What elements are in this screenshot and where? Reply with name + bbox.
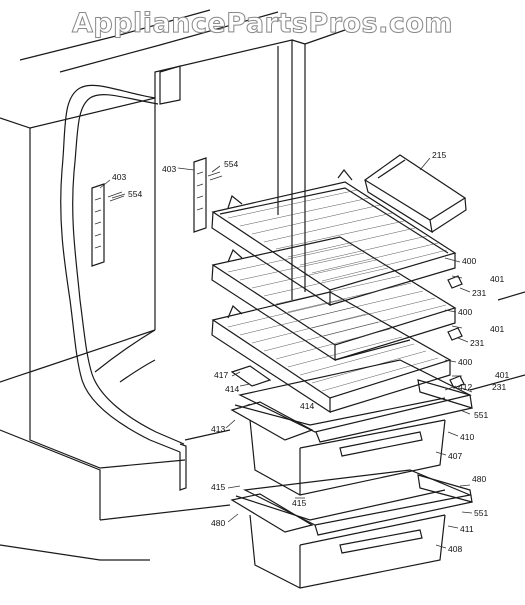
label-551-upper: 551 xyxy=(474,410,488,420)
shelf-low xyxy=(211,291,452,414)
label-412: 412 xyxy=(458,382,472,392)
leader-lines xyxy=(99,157,473,549)
label-231-mid: 231 xyxy=(470,338,484,348)
label-417: 417 xyxy=(214,370,228,380)
crisper-pan-upper xyxy=(230,397,446,496)
bin-215 xyxy=(363,154,467,234)
label-554-center: 554 xyxy=(224,159,238,169)
label-215: 215 xyxy=(432,150,446,160)
watermark: AppliancePartsPros.com xyxy=(71,8,454,40)
label-400-low: 400 xyxy=(458,357,472,367)
label-415-left: 415 xyxy=(211,482,225,492)
label-480-left: 480 xyxy=(211,518,225,528)
label-415-center: 415 xyxy=(292,498,306,508)
label-414-lower: 414 xyxy=(300,401,314,411)
label-408: 408 xyxy=(448,544,462,554)
label-480-right: 480 xyxy=(472,474,486,484)
bracket-231-group xyxy=(447,275,465,389)
door-gasket xyxy=(60,84,187,491)
cabinet-outline xyxy=(0,9,525,561)
shelf-top xyxy=(211,169,457,307)
label-403-left: 403 xyxy=(112,172,126,182)
label-401-top: 401 xyxy=(490,274,504,284)
label-411: 411 xyxy=(460,524,474,534)
crisper-cover-lower xyxy=(242,469,473,536)
shelf-support-center xyxy=(193,157,223,233)
label-551-lower: 551 xyxy=(474,508,488,518)
label-400-top: 400 xyxy=(462,256,476,266)
label-231-top: 231 xyxy=(472,288,486,298)
label-414-upper: 414 xyxy=(225,384,239,394)
label-407: 407 xyxy=(448,451,462,461)
label-403-center: 403 xyxy=(162,164,176,174)
crisper-pan-lower xyxy=(230,489,446,589)
shelf-mid xyxy=(211,236,457,362)
label-401-mid: 401 xyxy=(490,324,504,334)
label-410: 410 xyxy=(460,432,474,442)
label-554-left: 554 xyxy=(128,189,142,199)
shelf-support-left xyxy=(91,183,125,267)
label-413: 413 xyxy=(211,424,225,434)
label-400-mid: 400 xyxy=(458,307,472,317)
label-231-low: 231 xyxy=(492,382,506,392)
part-labels: 403 554 403 554 215 400 401 231 400 401 … xyxy=(112,150,509,554)
label-401-low: 401 xyxy=(495,370,509,380)
